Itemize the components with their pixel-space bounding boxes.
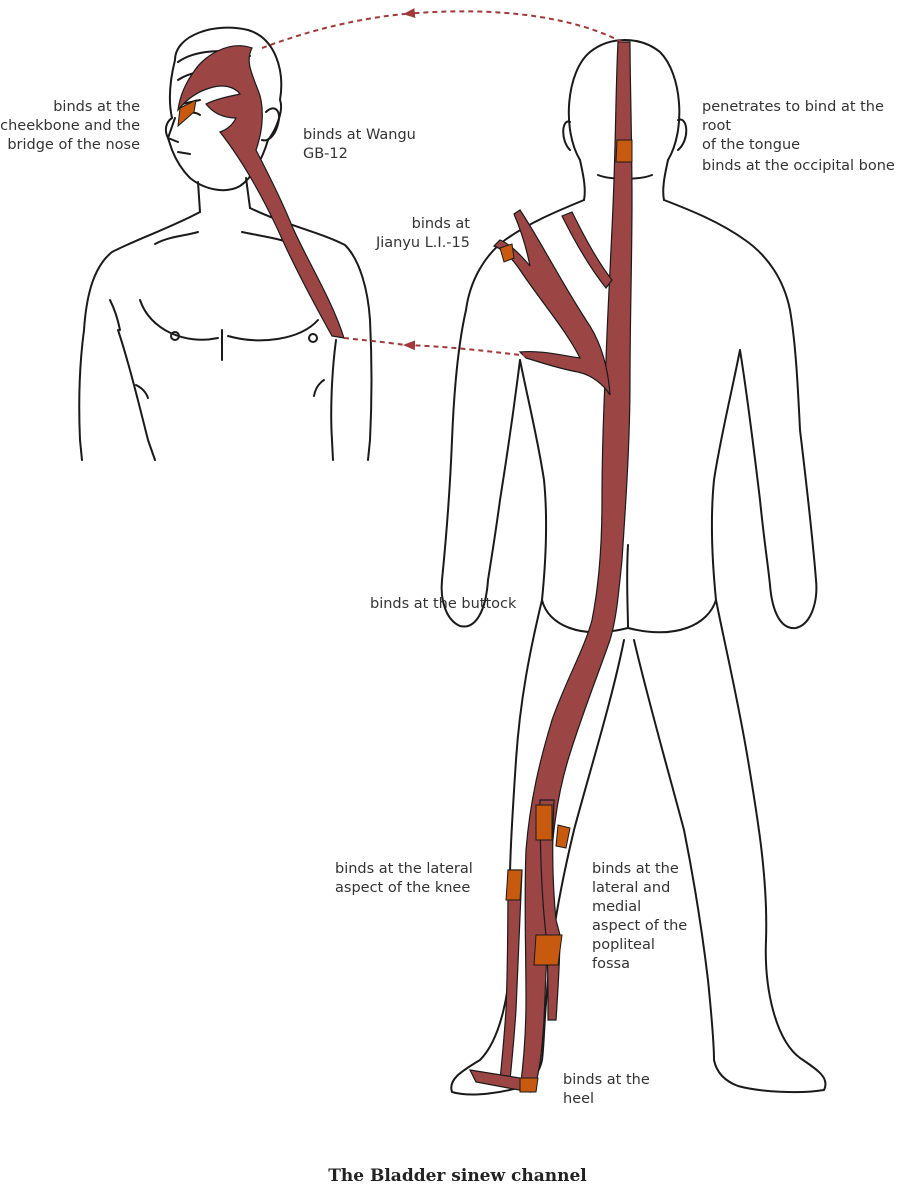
knee-binding-point-inner xyxy=(555,824,571,849)
popliteal-label: binds at the lateral and medial aspect o… xyxy=(592,861,688,972)
back-shoulder-branch xyxy=(492,209,611,396)
back-neck-branch xyxy=(561,211,613,289)
front-nose-binding-point xyxy=(177,99,197,128)
front-channel-pathway xyxy=(177,45,345,339)
shoulder-connector-line xyxy=(343,337,406,346)
jianyu-label: binds at Jianyu L.I.-15 xyxy=(375,216,470,251)
back-calf-outer-branch xyxy=(499,869,523,1081)
back-body-figure xyxy=(440,39,827,1096)
front-forehead-channel xyxy=(177,45,345,339)
head-connector-curve xyxy=(261,13,406,49)
buttock-label: binds at the buttock xyxy=(370,596,517,612)
wangu-label: binds at Wangu GB-12 xyxy=(303,127,416,162)
tongue-label: penetrates to bind at the root of the to… xyxy=(702,99,884,153)
shoulder-connector-arrow xyxy=(403,340,529,357)
occipital-binding-point xyxy=(615,139,633,163)
knee-label: binds at the lateral aspect of the knee xyxy=(335,861,473,896)
heel-label: binds at the heel xyxy=(563,1072,650,1107)
cheekbone-label: binds at the cheekbone and the bridge of… xyxy=(0,99,140,153)
occipital-label: binds at the occipital bone xyxy=(702,158,895,174)
heel-binding-point xyxy=(519,1077,539,1093)
knee-binding-point-upper xyxy=(535,804,553,841)
figure-caption: The Bladder sinew channel xyxy=(328,1166,587,1186)
head-connector-arrow xyxy=(403,8,623,43)
front-torso-figure xyxy=(78,26,373,461)
buttock-binding-point xyxy=(499,243,515,263)
knee-lateral-binding-point xyxy=(505,869,523,901)
popliteal-binding-point xyxy=(533,934,563,966)
back-channel-pathway xyxy=(468,41,633,1093)
